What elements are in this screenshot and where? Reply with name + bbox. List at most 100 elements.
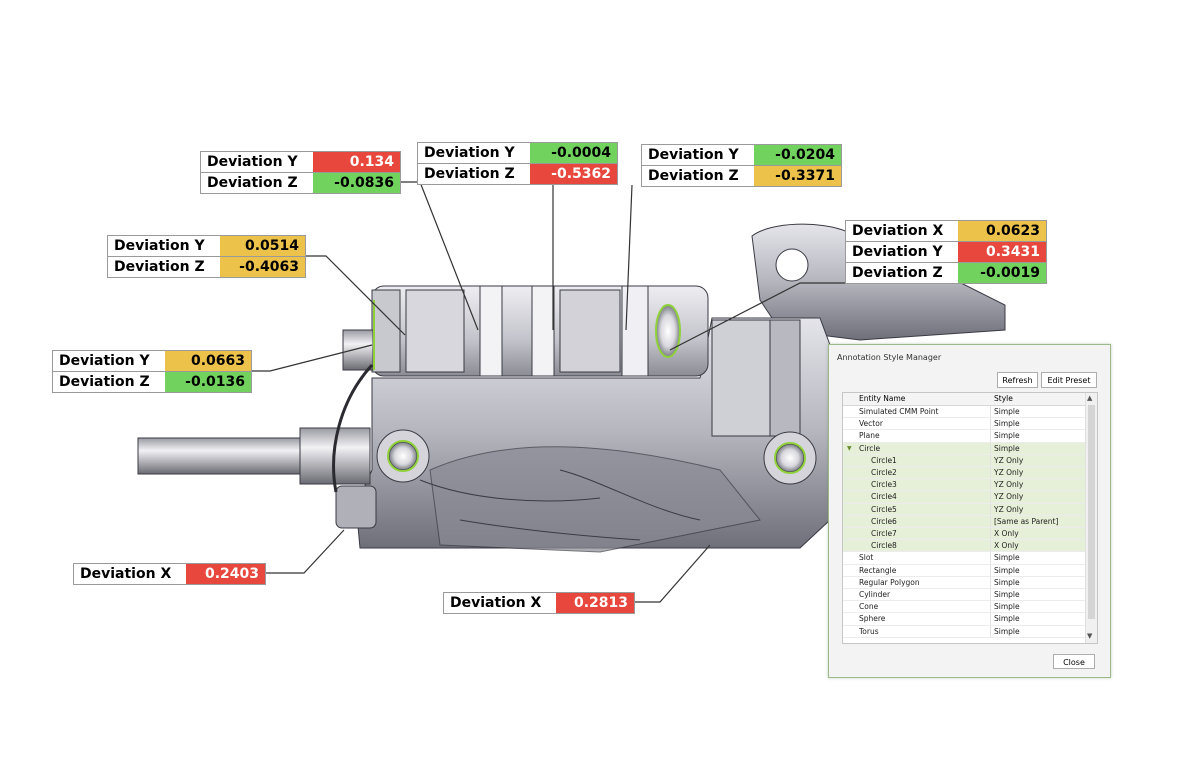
grid-row[interactable]: Cylinder Simple	[843, 589, 1087, 602]
grid-scrollbar[interactable]: ▲ ▼	[1085, 393, 1097, 643]
entity-name-cell: Circle3	[871, 480, 897, 490]
label: Deviation Y	[201, 152, 313, 172]
style-cell: YZ Only	[994, 455, 1024, 465]
edit-preset-button[interactable]: Edit Preset	[1041, 372, 1097, 388]
row-divider	[843, 636, 1087, 638]
label: Deviation X	[444, 593, 556, 613]
scroll-up-icon[interactable]: ▲	[1087, 394, 1093, 402]
style-cell: Simple	[994, 590, 1020, 599]
grid-row[interactable]: Rectangle Simple	[843, 564, 1087, 577]
column-divider	[990, 589, 991, 601]
callout-2[interactable]: Deviation Y-0.0004 Deviation Z-0.5362	[417, 142, 618, 185]
row-divider	[843, 539, 1087, 541]
entity-name-cell: Circle2	[871, 468, 897, 477]
grid-row[interactable]: Circle2 YZ Only	[843, 467, 1087, 480]
label: Deviation Z	[201, 173, 313, 193]
row-divider	[843, 612, 1087, 614]
column-header-entity-name: Entity Name	[859, 394, 906, 403]
column-divider	[990, 406, 991, 418]
scroll-thumb[interactable]	[1088, 405, 1095, 619]
entity-name-cell: Rectangle	[859, 565, 897, 575]
entity-name-cell: Circle5	[871, 504, 897, 514]
style-cell: X Only	[994, 529, 1019, 538]
close-button[interactable]: Close	[1053, 654, 1095, 669]
dialog-title: Annotation Style Manager	[837, 353, 942, 362]
row-divider	[843, 465, 1087, 467]
column-header-style: Style	[994, 394, 1013, 403]
value: -0.0836	[313, 173, 400, 193]
value: -0.0004	[530, 143, 617, 163]
value: -0.5362	[530, 164, 617, 184]
style-cell: YZ Only	[994, 504, 1024, 514]
value: 0.0623	[958, 221, 1046, 241]
callout-3[interactable]: Deviation Y-0.0204 Deviation Z-0.3371	[641, 144, 842, 187]
value: -0.0019	[958, 263, 1046, 283]
grid-row[interactable]: Cone Simple	[843, 601, 1087, 614]
column-divider	[990, 418, 991, 431]
style-cell: YZ Only	[994, 468, 1024, 477]
style-cell: Simple	[994, 614, 1020, 624]
grid-row[interactable]: Circle6[Same as Parent]	[843, 515, 1087, 528]
value: -0.3371	[754, 166, 841, 186]
entity-name-cell: Circle7	[871, 529, 897, 538]
style-cell: Simple	[994, 419, 1020, 429]
entity-name-cell: Circle4	[871, 492, 897, 502]
value: 0.3431	[958, 242, 1046, 262]
column-divider	[990, 479, 991, 492]
expand-triangle-icon[interactable]: ▼	[847, 444, 852, 452]
label: Deviation Z	[846, 263, 958, 283]
style-cell: Simple	[994, 443, 1020, 453]
column-divider	[990, 564, 991, 577]
entity-name-cell: Cone	[859, 602, 879, 612]
style-cell: Simple	[994, 553, 1020, 563]
label: Deviation Y	[53, 351, 165, 371]
value: -0.0204	[754, 145, 841, 165]
style-cell: YZ Only	[994, 480, 1024, 490]
row-divider	[843, 478, 1087, 480]
grid-row[interactable]: Circle3 YZ Only	[843, 479, 1087, 492]
entity-name-cell: Cylinder	[859, 590, 891, 599]
row-divider	[843, 514, 1087, 516]
column-divider	[990, 467, 991, 479]
style-cell: Simple	[994, 565, 1020, 575]
entity-name-cell: Sphere	[859, 614, 886, 624]
value: 0.0514	[220, 236, 305, 256]
grid-row[interactable]: Sphere Simple	[843, 613, 1087, 626]
value: -0.4063	[220, 257, 305, 277]
entity-name-cell: Regular Polygon	[859, 577, 920, 587]
row-divider	[843, 575, 1087, 577]
column-divider	[990, 601, 991, 614]
annotation-style-manager-dialog[interactable]: Annotation Style Manager Refresh Edit Pr…	[828, 344, 1111, 678]
row-divider	[843, 526, 1087, 528]
part-model	[137, 223, 1006, 553]
scroll-down-icon[interactable]: ▼	[1087, 632, 1093, 640]
grid-row[interactable]: Circle5 YZ Only	[843, 503, 1087, 516]
grid-row[interactable]: Circle7 X Only	[843, 528, 1087, 541]
label: Deviation Z	[418, 164, 530, 184]
row-divider	[843, 453, 1087, 455]
column-divider	[990, 491, 991, 504]
style-cell: Simple	[994, 602, 1020, 612]
column-divider	[990, 442, 991, 455]
row-divider	[843, 502, 1087, 504]
column-divider	[990, 613, 991, 626]
refresh-button[interactable]: Refresh	[997, 372, 1038, 388]
